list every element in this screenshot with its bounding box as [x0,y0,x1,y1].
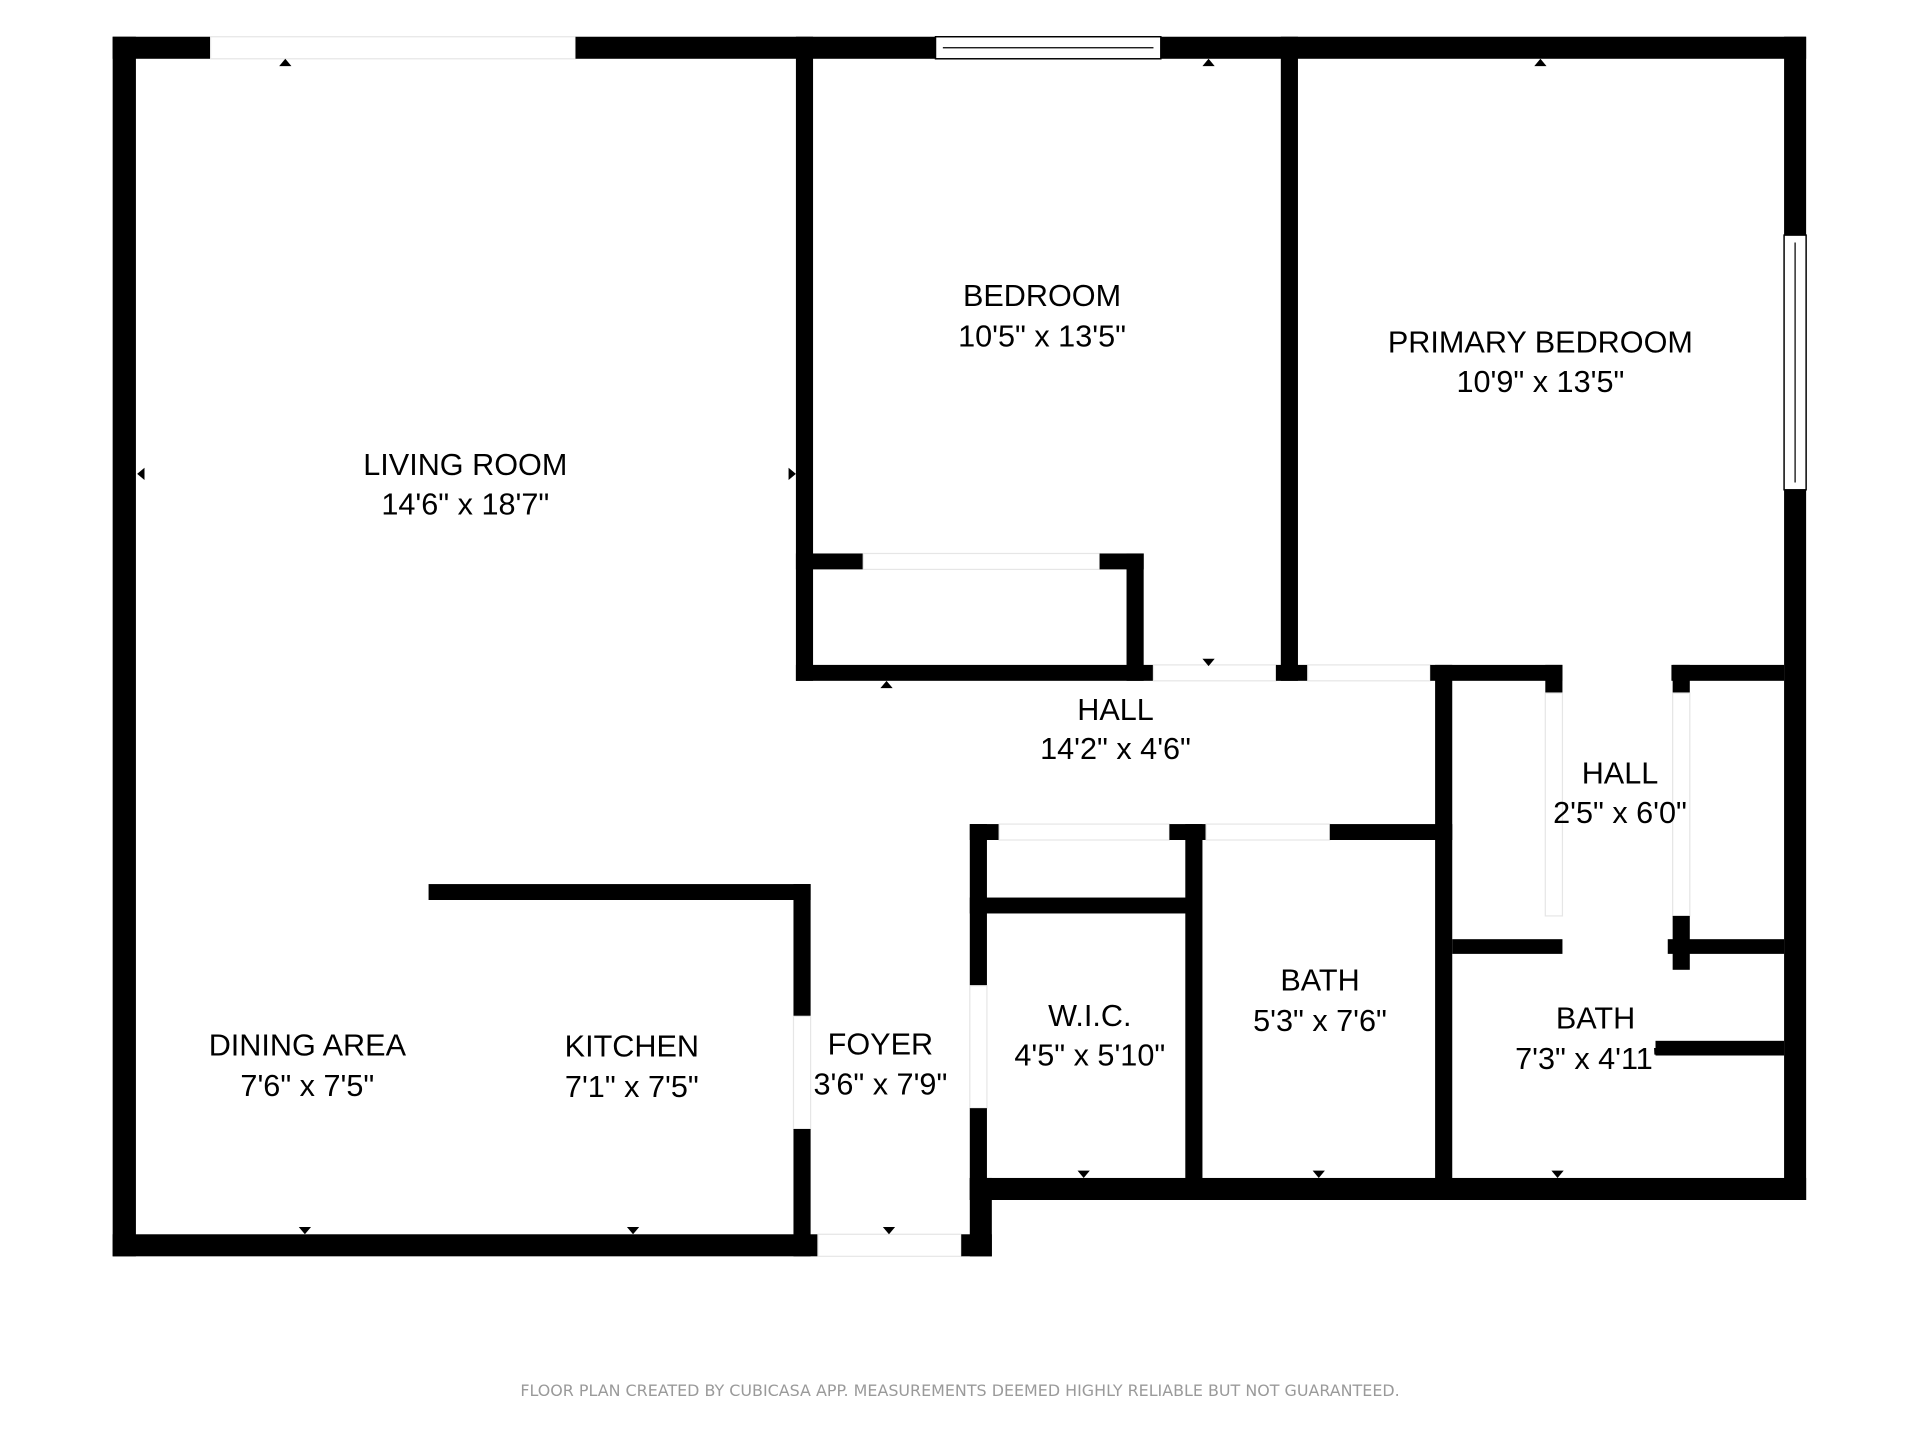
room-dimensions: 10'5" x 13'5" [958,320,1126,354]
room-name: BEDROOM [963,279,1121,313]
marker [1534,58,1547,67]
wall [969,1108,987,1200]
marker [1551,1170,1564,1178]
marker [137,467,145,480]
room-name: W.I.C. [1048,999,1131,1033]
wall [1545,664,1563,694]
room-dimensions: 7'6" x 7'5" [240,1069,374,1103]
wall [969,824,1000,840]
wall [1672,664,1690,694]
wall [1430,664,1563,681]
closet-door [998,823,1170,841]
wall [1329,824,1453,840]
room-dimensions: 7'1" x 7'5" [565,1070,699,1104]
room-dimensions: 14'2" x 4'6" [1040,732,1191,766]
room-name: KITCHEN [565,1030,699,1064]
wall [1185,824,1203,1192]
dimension-markers [137,58,1564,1235]
room-name: PRIMARY BEDROOM [1388,326,1693,360]
wall [1784,489,1807,1201]
room-dimensions: 4'5" x 5'10" [1014,1038,1165,1072]
wall [1667,939,1785,954]
wall [969,897,1194,914]
wall [1452,939,1563,954]
wall [112,1234,818,1257]
marker [298,1226,312,1235]
opening [209,36,577,60]
opening [1544,692,1564,917]
marker [1312,1170,1325,1178]
wall [795,553,864,570]
room-dimensions: 3'6" x 7'9" [813,1068,947,1102]
walls [112,36,1807,1257]
wall [112,36,211,59]
wall [1160,36,1807,59]
room-dimensions: 7'3" x 4'11" [1515,1042,1664,1076]
bath-door [1205,823,1331,841]
room-dimensions: 2'5" x 6'0" [1553,796,1687,830]
room-name: LIVING ROOM [363,448,567,482]
wall [112,36,136,1257]
wall [428,884,811,900]
marker [279,58,292,67]
room-dimensions: 10'9" x 13'5" [1456,365,1624,399]
bedroom-door [1152,664,1277,682]
wic-door [969,985,988,1109]
wall [1275,664,1308,681]
marker [1202,658,1215,667]
wall [1672,915,1690,970]
room-name: BATH [1280,964,1359,998]
foyer-door [817,1233,962,1257]
wall [575,36,936,59]
marker [1077,1170,1090,1178]
wall [793,884,811,1017]
room-name: FOYER [828,1027,933,1061]
marker [788,467,796,480]
marker [626,1226,640,1235]
closet-door [862,552,1101,570]
room-labels: LIVING ROOM 14'6" x 18'7" BEDROOM 10'5" … [209,279,1693,1104]
marker [880,680,893,689]
wall [1280,36,1298,681]
marker [1202,58,1215,67]
disclaimer-footer: FLOOR PLAN CREATED BY CUBICASA APP. MEAS… [520,1381,1399,1400]
opening [792,1015,812,1130]
room-name: HALL [1077,693,1154,727]
primary-door [1307,664,1431,682]
room-dimensions: 5'3" x 7'6" [1253,1004,1387,1038]
room-name: HALL [1582,757,1659,791]
room-dimensions: 14'6" x 18'7" [381,487,549,521]
wall [1126,553,1144,681]
room-name: DINING AREA [209,1029,407,1063]
wall [1435,664,1453,1192]
wall [1655,1040,1785,1056]
wall [795,664,1154,681]
wall [1784,36,1807,236]
wall [793,1128,811,1257]
wall [969,1177,1807,1200]
wall [795,36,814,681]
room-name: BATH [1556,1002,1635,1036]
wall [1671,664,1785,681]
marker [882,1226,896,1235]
